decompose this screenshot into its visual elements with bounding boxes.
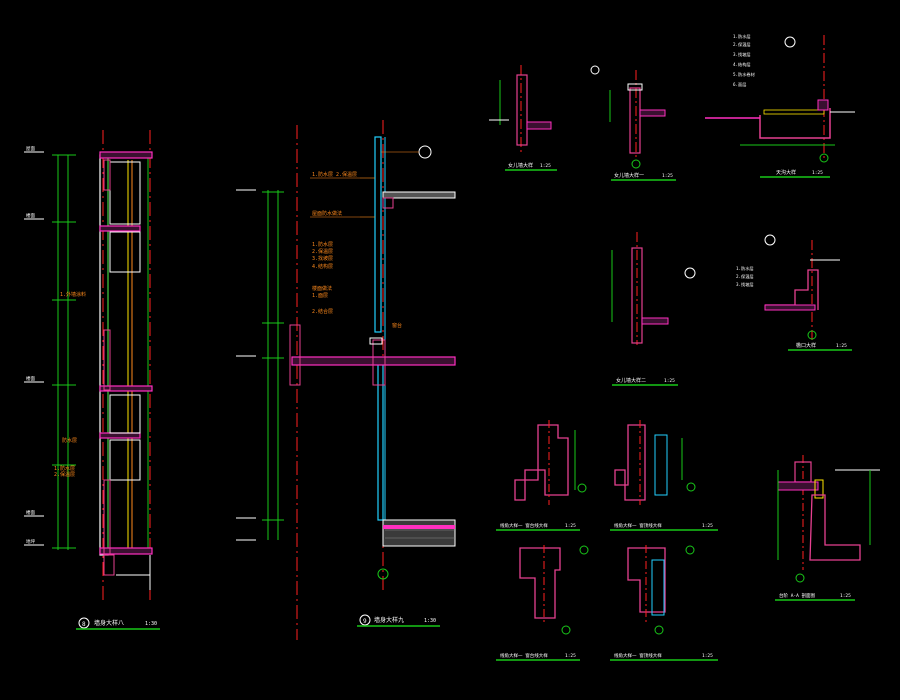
moulding-1-title: 线角大样一 窗台线大样 <box>500 522 548 529</box>
svg-text:屋面: 屋面 <box>26 146 35 152</box>
detail-scale-9: 1:30 <box>424 618 436 624</box>
svg-text:楼面: 楼面 <box>26 212 35 219</box>
svg-text:1:25: 1:25 <box>702 653 713 659</box>
svg-text:3.找坡层: 3.找坡层 <box>736 281 754 288</box>
svg-text:1.防水层 2.保温层: 1.防水层 2.保温层 <box>312 171 357 178</box>
svg-text:1.防水层: 1.防水层 <box>736 265 754 272</box>
svg-text:1.防水层: 1.防水层 <box>312 241 333 248</box>
moulding-3-title: 线角大样一 窗台线大样 <box>500 652 548 659</box>
moulding-detail-1: 线角大样一 窗台线大样 1:25 <box>496 420 587 531</box>
svg-text:1.面层: 1.面层 <box>312 293 328 299</box>
step-section-detail: 台阶 A-A 剖面图 1:25 <box>775 455 880 601</box>
moulding-2-title: 线角大样一 窗顶线大样 <box>614 522 662 529</box>
svg-text:4.结构层: 4.结构层 <box>312 263 333 270</box>
parapet-2-title: 女儿墙大样二 <box>616 377 646 384</box>
moulding-detail-3: 线角大样一 窗台线大样 1:25 <box>496 545 589 661</box>
svg-text:6.面层: 6.面层 <box>733 82 746 88</box>
svg-text:1.防水层: 1.防水层 <box>733 33 751 40</box>
detail-marker-9 <box>359 614 371 626</box>
detail-title-9: 墙身大样九 <box>374 616 404 624</box>
svg-text:屋面防水做法: 屋面防水做法 <box>312 210 342 217</box>
detail-marker-8 <box>78 617 90 629</box>
svg-text:3.找坡层: 3.找坡层 <box>312 255 333 262</box>
parapet-title: 女儿墙大样 <box>508 162 533 169</box>
svg-text:楼面做法: 楼面做法 <box>312 285 332 292</box>
svg-text:2.保温层: 2.保温层 <box>312 248 333 255</box>
svg-text:窗台: 窗台 <box>392 322 402 329</box>
svg-text:2.保温层: 2.保温层 <box>736 273 754 280</box>
svg-text:防水层: 防水层 <box>62 437 77 444</box>
parapet-1-title: 女儿墙大样一 <box>614 172 644 179</box>
svg-text:1:25: 1:25 <box>540 163 551 169</box>
step-section-title: 台阶 A-A 剖面图 <box>779 592 816 599</box>
svg-text:1:25: 1:25 <box>840 593 851 599</box>
svg-text:3.找坡层: 3.找坡层 <box>733 51 751 58</box>
svg-text:5.防水卷材: 5.防水卷材 <box>733 71 755 78</box>
svg-text:4.结构层: 4.结构层 <box>733 61 751 68</box>
parapet-detail: 女儿墙大样 1:25 <box>489 65 557 171</box>
svg-text:1:25: 1:25 <box>565 653 576 659</box>
svg-text:1:25: 1:25 <box>565 523 576 529</box>
moulding-detail-2: 线角大样一 窗顶线大样 1:25 <box>610 420 718 531</box>
svg-text:2.结合层: 2.结合层 <box>312 308 333 315</box>
moulding-4-title: 线角大样一 窗顶线大样 <box>614 652 662 659</box>
svg-text:1:25: 1:25 <box>702 523 713 529</box>
eaves-title: 檐口大样 <box>796 342 816 349</box>
svg-text:9: 9 <box>363 618 367 625</box>
parapet-detail-1: 女儿墙大样一 1:25 <box>590 65 676 181</box>
gutter-title: 天沟大样 <box>776 169 796 176</box>
svg-text:楼面: 楼面 <box>26 509 35 516</box>
svg-text:1.外墙涂料: 1.外墙涂料 <box>60 291 86 298</box>
svg-text:1:25: 1:25 <box>664 378 675 384</box>
svg-text:楼面: 楼面 <box>26 375 35 382</box>
detail-scale-8: 1:30 <box>145 621 157 627</box>
svg-text:2.保温层: 2.保温层 <box>54 471 75 478</box>
svg-text:1:25: 1:25 <box>836 343 847 349</box>
svg-text:1.防水层: 1.防水层 <box>54 465 75 472</box>
svg-text:地坪: 地坪 <box>26 538 35 545</box>
svg-text:2.保温层: 2.保温层 <box>733 41 751 48</box>
wall-section-9: 1.防水层 2.保温层 屋面防水做法 1.防水层 2.保温层 3.找坡层 4.结… <box>236 120 456 640</box>
detail-title-8: 墙身大样八 <box>94 619 124 627</box>
svg-text:8: 8 <box>82 621 86 628</box>
svg-text:1:25: 1:25 <box>662 173 673 179</box>
moulding-detail-4: 线角大样一 窗顶线大样 1:25 <box>610 545 718 661</box>
svg-text:1:25: 1:25 <box>812 170 823 176</box>
parapet-detail-2: 女儿墙大样二 1:25 <box>611 232 696 386</box>
